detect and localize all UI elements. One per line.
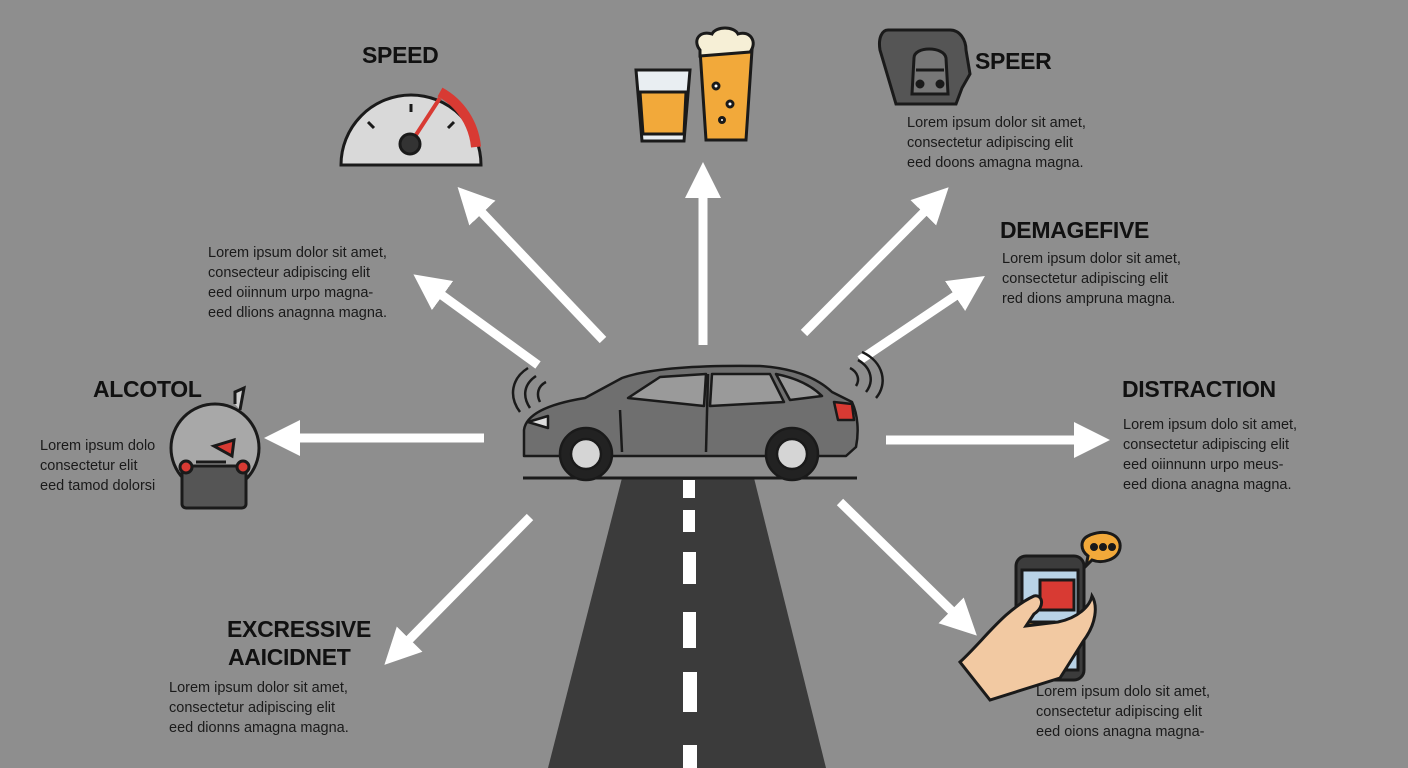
signal-waves-right — [849, 350, 884, 399]
car-icon — [522, 364, 859, 482]
arrow-to-left-text — [413, 274, 541, 369]
arrow-to-excressive — [384, 513, 534, 665]
left-upper-description: Lorem ipsum dolor sit amet, consecteur a… — [208, 245, 387, 321]
drink-glasses-icon — [634, 26, 755, 143]
speed-label: SPEED — [362, 42, 439, 68]
excressive-label-line2: AAICIDNET — [228, 644, 351, 670]
breathalyzer-icon — [169, 385, 261, 510]
road-center-line — [683, 480, 697, 768]
signal-waves-left — [511, 366, 547, 413]
alcotol-label: ALCOTOL — [93, 376, 202, 402]
demagefive-description: Lorem ipsum dolor sit amet, consectetur … — [1002, 251, 1181, 307]
speech-bubble-vehicle-icon — [878, 28, 972, 106]
distraction-description: Lorem ipsum dolo sit amet, consectetur a… — [1123, 417, 1298, 493]
alcotol-description: Lorem ipsum dolo consectetur elit eed ta… — [40, 438, 156, 494]
distraction-label: DISTRACTION — [1122, 376, 1276, 402]
speer-description: Lorem ipsum dolor sit amet, consectetur … — [907, 115, 1086, 171]
excressive-label-line1: EXCRESSIVE — [227, 616, 371, 642]
demagefive-label: DEMAGEFIVE — [1000, 217, 1150, 243]
arrow-to-phone — [836, 498, 977, 636]
excressive-description: Lorem ipsum dolor sit amet, consectetur … — [169, 680, 349, 736]
speedometer-icon — [339, 87, 483, 167]
speer-label: SPEER — [975, 48, 1052, 74]
road — [523, 476, 857, 768]
arrow-to-speer — [800, 187, 949, 337]
arrows — [264, 162, 1110, 665]
arrow-to-demagefive — [857, 275, 985, 364]
phone-in-hand-icon — [957, 531, 1122, 702]
arrow-to-speed — [457, 186, 607, 344]
phone-description: Lorem ipsum dolo sit amet, consectetur a… — [1036, 684, 1211, 740]
